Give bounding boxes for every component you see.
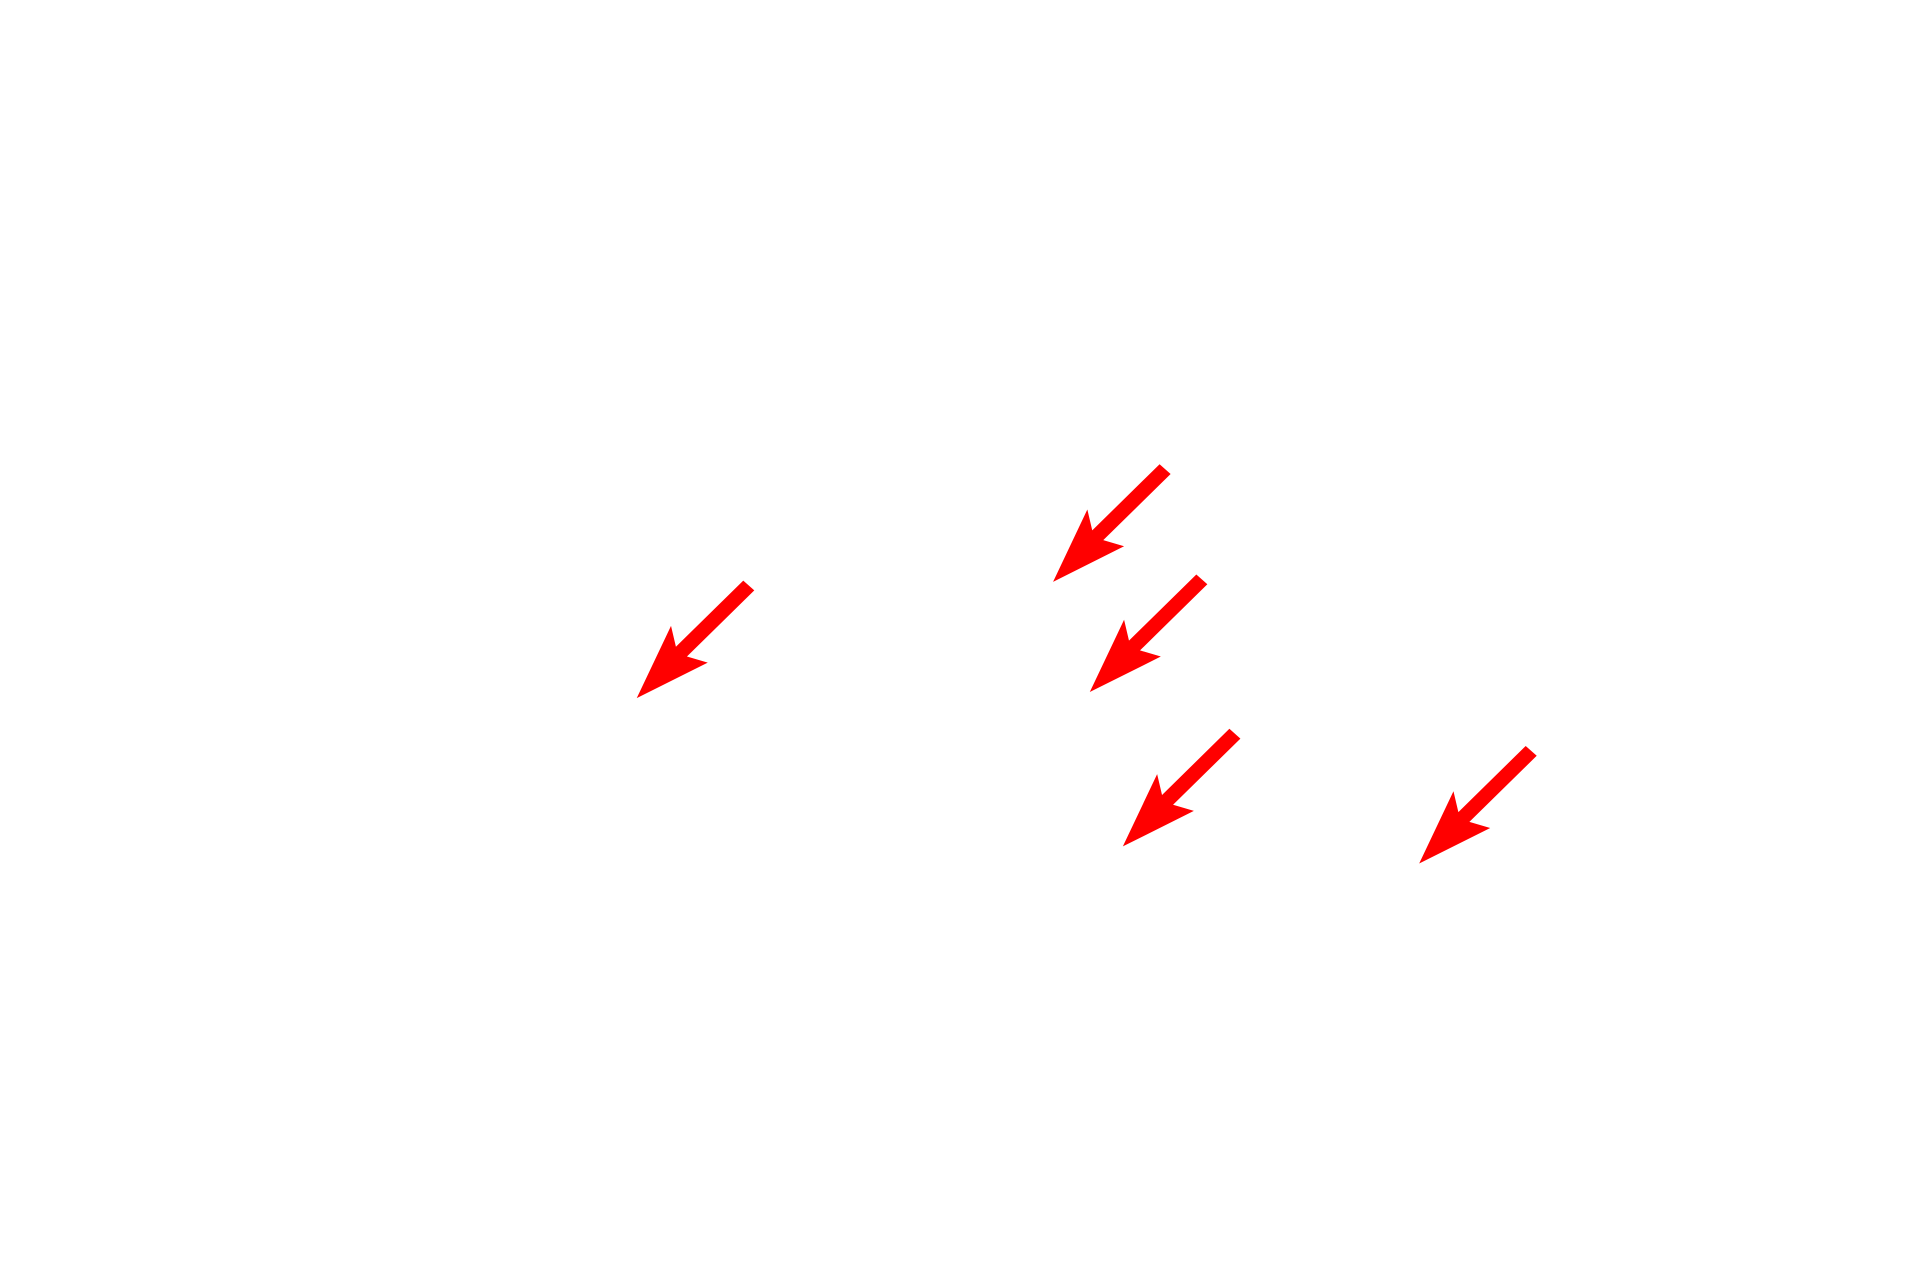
arrow-down-left-icon xyxy=(1122,728,1241,847)
arrow-down-left-icon xyxy=(636,580,755,699)
arrow-down-left-icon xyxy=(1089,574,1208,693)
arrow-down-left-icon xyxy=(1053,464,1171,582)
arrow-down-left-icon xyxy=(1419,745,1537,864)
